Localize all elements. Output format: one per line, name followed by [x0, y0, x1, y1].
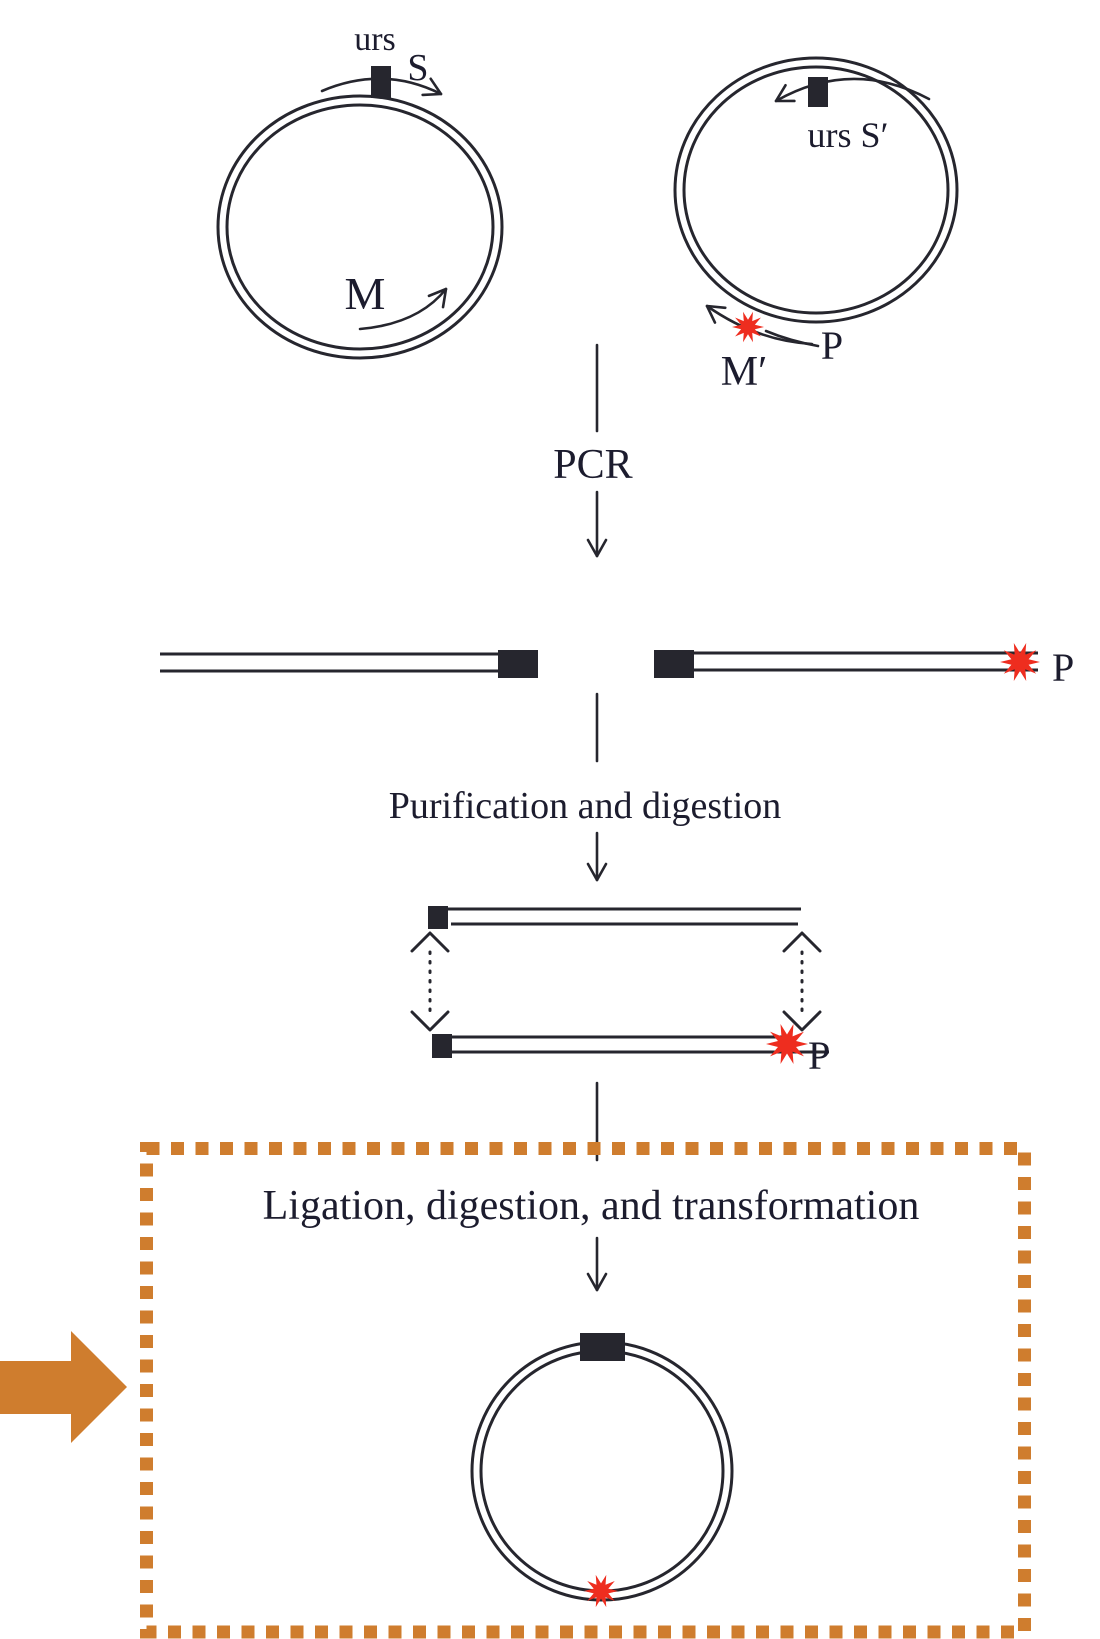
chevron-down-icon — [782, 1010, 822, 1032]
urs-s-prime-label: urs S′ — [808, 115, 889, 155]
restriction-site-marker — [371, 66, 391, 98]
sticky-end-marker — [432, 1034, 452, 1058]
s-prime-primer-arrow — [774, 77, 931, 103]
phosphate-label: P — [821, 323, 843, 368]
right-pcr-fragment: P — [654, 643, 1074, 690]
m-primer-label: M — [345, 268, 386, 319]
chevron-up-icon — [410, 931, 450, 953]
bottom-digested-fragment: P — [432, 1024, 830, 1078]
plasmid-inner-ring — [225, 103, 495, 351]
ligation-step-label: Ligation, digestion, and transformation — [263, 1183, 920, 1229]
m-prime-label: M′ — [721, 349, 768, 395]
restriction-site-marker — [498, 650, 538, 678]
phosphate-pointer-line — [764, 329, 820, 348]
orange-block-arrow-icon — [0, 1331, 127, 1443]
phosphate-label: P — [1052, 645, 1074, 690]
highlight-dashed-border — [140, 1142, 1031, 1639]
restriction-site-marker — [654, 650, 694, 678]
chevron-up-icon — [782, 931, 822, 953]
pcr-step: PCR — [553, 343, 633, 558]
phosphate-label: P — [808, 1033, 830, 1078]
plasmid-outer-ring — [470, 1340, 734, 1602]
digested-fragments: P — [410, 906, 830, 1078]
template-plasmid: urs S M — [216, 21, 504, 360]
chevron-down-icon — [410, 1010, 450, 1032]
left-pcr-fragment — [160, 650, 538, 678]
plasmid-outer-ring — [673, 56, 959, 324]
m-primer-arrow — [358, 287, 448, 331]
top-digested-fragment — [428, 906, 801, 929]
sticky-end-marker — [428, 906, 448, 929]
restriction-site-marker — [580, 1333, 625, 1361]
s-primer-label: S — [407, 47, 428, 89]
urs-site-label: urs — [354, 21, 396, 58]
pcr-products: P — [160, 643, 1074, 690]
left-anneal-arrow — [410, 931, 450, 1032]
mutagenic-plasmid: urs S′ M′ P — [673, 56, 959, 395]
ligation-box: Ligation, digestion, and transformation — [140, 1142, 1031, 1639]
purification-step-label: Purification and digestion — [389, 785, 782, 827]
pcr-step-label: PCR — [553, 442, 632, 488]
plasmid-outer-ring — [216, 94, 504, 360]
right-anneal-arrow — [782, 931, 822, 1032]
restriction-site-marker — [808, 77, 828, 107]
plasmid-inner-ring — [479, 1349, 725, 1593]
product-plasmid — [470, 1333, 734, 1608]
purification-step: Purification and digestion — [389, 692, 782, 882]
plasmid-inner-ring — [682, 65, 950, 315]
phosphate-star-icon — [732, 311, 764, 343]
phosphate-star-icon — [1000, 643, 1040, 681]
phosphate-star-icon — [584, 1574, 618, 1608]
